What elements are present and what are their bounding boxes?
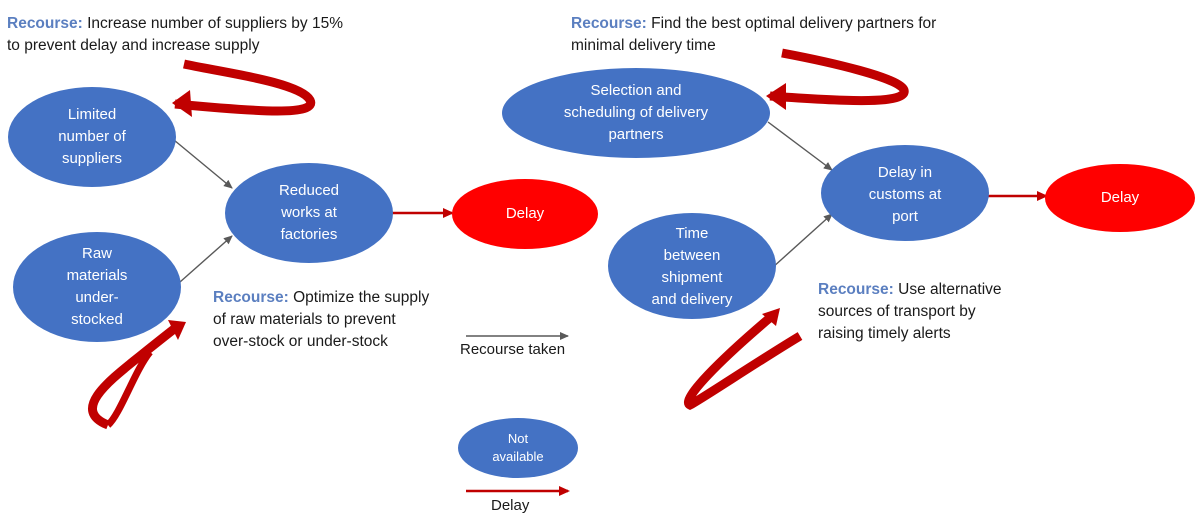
- node-time-between: [608, 213, 776, 319]
- recourse-loop-raw: [88, 320, 186, 430]
- node-reduced-works: [225, 163, 393, 263]
- node-selection-scheduling: [502, 68, 770, 158]
- arrow-suppliers-to-works: [173, 139, 233, 189]
- recourse-delivery-line2: minimal delivery time: [571, 37, 716, 54]
- recourse-delivery-line1: Recourse: Find the best optimal delivery…: [571, 13, 936, 35]
- recourse-loop-suppliers: [172, 59, 316, 117]
- recourse-transport-text1: Use alternative: [898, 281, 1002, 298]
- arrow-selection-to-customs: [767, 121, 833, 171]
- recourse-delivery-text1: Find the best optimal delivery partners …: [651, 15, 937, 32]
- recourse-suppliers-text1: Increase number of suppliers by 15%: [87, 15, 344, 32]
- node-delay-left-label: Delay: [505, 205, 545, 222]
- arrow-raw-to-works: [179, 235, 233, 283]
- recourse-raw-text1: Optimize the supply: [293, 289, 430, 306]
- node-time-between-label: Time between shipment and delivery: [651, 225, 733, 308]
- recourse-loop-delivery: [766, 48, 909, 110]
- node-delay-right: [1045, 164, 1195, 232]
- node-raw-materials: [13, 232, 181, 342]
- node-limited-suppliers-label: Limited number of suppliers: [58, 106, 126, 167]
- node-reduced-works-label: Reduced works at factories: [278, 182, 340, 243]
- node-delay-left: [452, 179, 598, 249]
- recourse-loop-transport: [684, 308, 803, 411]
- recourse-suppliers-line1: Recourse: Increase number of suppliers b…: [7, 13, 343, 35]
- legend-not-available-node: [458, 418, 578, 478]
- recourse-suppliers-line2: to prevent delay and increase supply: [7, 37, 260, 54]
- legend-recourse-taken-label: Recourse taken: [460, 341, 566, 358]
- recourse-transport-line3: raising timely alerts: [818, 325, 951, 342]
- node-delay-right-label: Delay: [1100, 189, 1140, 206]
- recourse-raw-line3: over-stock or under-stock: [213, 333, 388, 350]
- node-raw-materials-label: Raw materials under- stocked: [66, 245, 128, 328]
- node-limited-suppliers: [8, 87, 176, 187]
- legend-not-available-label: Not available: [492, 431, 544, 464]
- node-delay-customs: [821, 145, 989, 241]
- recourse-transport-line2: sources of transport by: [818, 303, 976, 320]
- node-delay-customs-label: Delay in customs at port: [868, 164, 942, 225]
- recourse-transport-line1: Recourse: Use alternative: [818, 279, 1002, 301]
- recourse-delivery-tag: Recourse:: [571, 15, 647, 32]
- recourse-raw-line1: Recourse: Optimize the supply: [213, 287, 429, 309]
- recourse-raw-tag: Recourse:: [213, 289, 289, 306]
- node-selection-scheduling-label: Selection and scheduling of delivery par…: [563, 82, 709, 143]
- legend-delay-label: Delay: [491, 497, 530, 514]
- arrow-time-to-customs: [771, 213, 833, 269]
- recourse-suppliers-tag: Recourse:: [7, 15, 83, 32]
- recourse-raw-line2: of raw materials to prevent: [213, 311, 396, 328]
- recourse-transport-tag: Recourse:: [818, 281, 894, 298]
